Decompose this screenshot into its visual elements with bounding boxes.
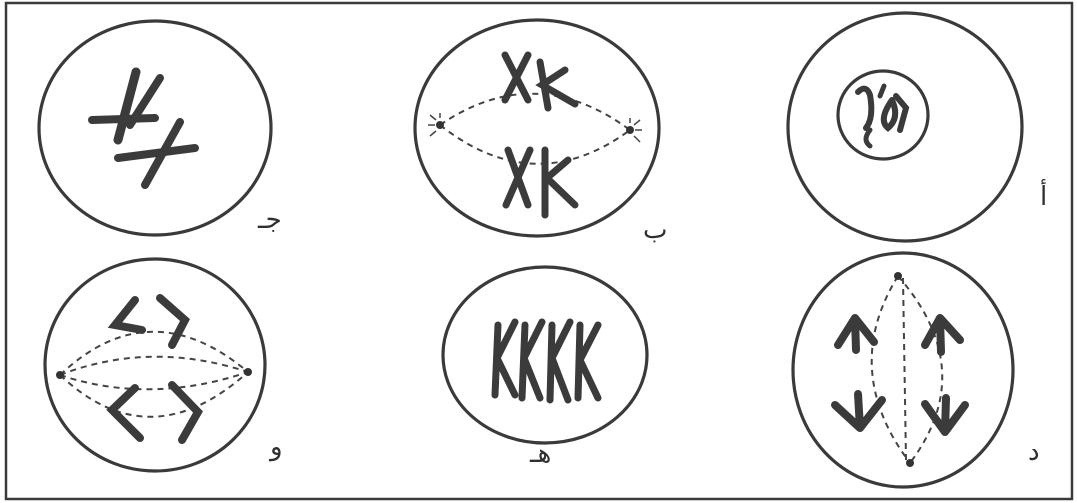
cell-b-membrane	[415, 20, 659, 236]
spindle-fiber	[60, 372, 248, 389]
centriole	[436, 121, 444, 129]
cell-c-chromosomes	[92, 72, 195, 185]
chromosome	[880, 86, 884, 96]
cell-c-label: جـ	[257, 205, 282, 235]
chromosome	[550, 322, 570, 400]
cell-f	[45, 259, 265, 471]
chromosome	[495, 322, 515, 395]
chromosome	[884, 100, 895, 128]
cell-e-label: هـ	[529, 439, 551, 469]
cell-b	[415, 20, 659, 236]
chromosome	[540, 62, 575, 108]
centriole	[894, 272, 902, 280]
chromosome	[838, 318, 874, 350]
cell-e-membrane	[443, 267, 647, 443]
chromosome	[866, 130, 870, 146]
chromosome	[925, 398, 965, 432]
cell-d-chromosomes	[835, 318, 965, 432]
chromosome	[835, 394, 882, 428]
spindle-fiber	[440, 94, 630, 130]
cell-b-chromosomes	[505, 55, 575, 215]
cell-f-chromosomes	[112, 298, 198, 440]
cell-f-label: و	[268, 432, 283, 462]
chromosome	[118, 148, 195, 158]
chromosome	[115, 300, 142, 330]
cell-d-label: د	[1028, 437, 1040, 467]
cell-d	[793, 253, 1013, 487]
cell-a-chromosomes	[858, 86, 906, 146]
centriole	[56, 371, 64, 379]
cell-e-chromosomes	[495, 322, 598, 400]
chromosome	[545, 150, 575, 215]
cell-a	[788, 13, 1022, 241]
cell-a-label: أ	[1040, 178, 1047, 212]
cell-f-membrane	[45, 259, 265, 471]
chromosome	[505, 55, 528, 100]
chromosome	[92, 118, 155, 120]
cell-c	[39, 21, 271, 235]
chromosome	[858, 89, 871, 128]
spindle-fiber	[440, 125, 630, 164]
figure-frame	[6, 3, 1072, 499]
chromosome	[522, 322, 542, 398]
centriole	[906, 459, 914, 467]
centriole	[626, 126, 634, 134]
chromosome	[578, 325, 598, 398]
chromosome	[160, 298, 185, 345]
cell-b-label: ب	[643, 215, 667, 245]
spindle-fiber	[903, 278, 906, 460]
cell-a-membrane	[788, 13, 1022, 241]
chromosome	[172, 385, 198, 440]
centriole	[244, 368, 252, 376]
spindle-fiber	[60, 332, 248, 375]
chromosome	[118, 72, 136, 140]
chromosome	[506, 150, 530, 205]
cell-e	[443, 267, 647, 443]
cell-c-membrane	[39, 21, 271, 235]
spindle-fiber	[60, 357, 248, 375]
spindle-fiber	[60, 372, 248, 417]
